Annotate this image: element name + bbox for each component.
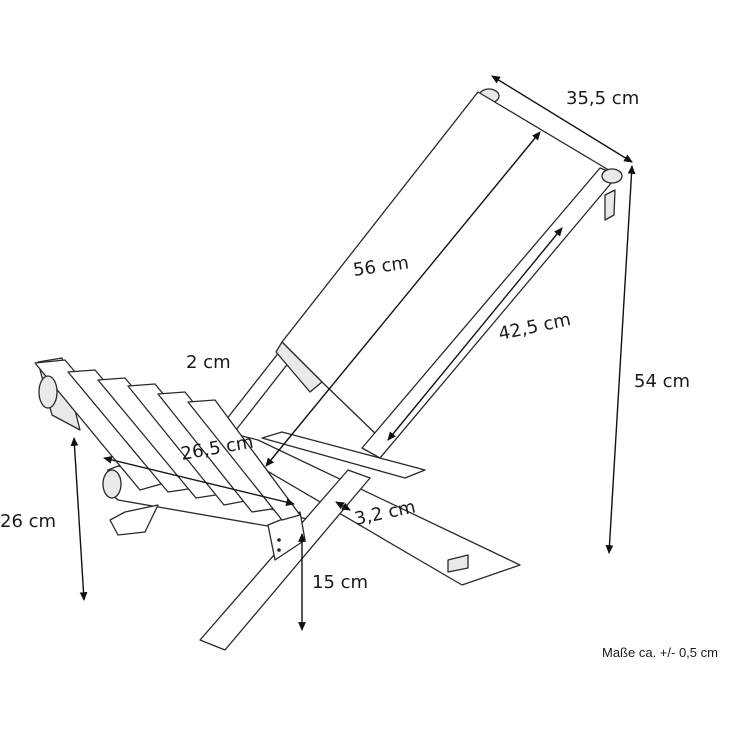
- front-leg: [199, 469, 371, 651]
- dim-width-top-label: 35,5 cm: [566, 88, 639, 109]
- dim-height-total-label: 54 cm: [634, 371, 690, 392]
- tolerance-note: Maße ca. +/- 0,5 cm: [602, 645, 718, 660]
- dim-width-top: 35,5 cm: [491, 75, 639, 163]
- front-foot: [109, 504, 159, 536]
- dim-height-total: 54 cm: [605, 165, 690, 554]
- dim-seat-height: 26 cm: [0, 437, 88, 601]
- dim-ground-clearance: 15 cm: [298, 533, 368, 631]
- backrest-fabric: [275, 91, 614, 439]
- dim-back-side-label: 42,5 cm: [497, 309, 573, 345]
- dim-slat-width: 2 cm: [186, 352, 231, 373]
- dim-ground-clearance-label: 15 cm: [312, 572, 368, 593]
- dim-seat-height-label: 26 cm: [0, 511, 56, 532]
- dim-slat-width-label: 2 cm: [186, 352, 231, 373]
